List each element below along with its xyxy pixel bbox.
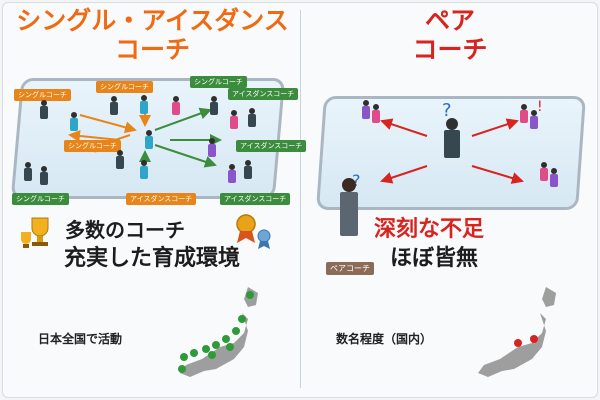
ice-dance-coach-tag: アイスダンスコーチ: [228, 88, 299, 100]
left-caption: 日本全国で活動: [38, 332, 123, 346]
svg-text:?: ?: [442, 100, 452, 121]
left-headline-2: 充実した育成環境: [64, 246, 241, 271]
ice-dance-coach-tag: アイスダンスコーチ: [220, 193, 291, 205]
svg-text:?: ?: [352, 171, 361, 190]
coach-figure: [210, 96, 218, 116]
skater-figure: [70, 112, 78, 132]
right-rink-arrows: ? ? !: [352, 99, 543, 190]
right-headline-1: 深刻な不足: [374, 217, 485, 242]
pair-coach-tag: ペアコーチ: [326, 262, 374, 275]
left-headline-1: 多数のコーチ: [65, 218, 185, 242]
japan-map-pins: [478, 287, 556, 377]
skater-figure: [208, 138, 216, 158]
center-divider: [300, 10, 301, 388]
skater-figure: [140, 160, 148, 180]
left-title-line1: シングル・アイスダンス: [16, 6, 289, 35]
single-coach-tag: シングルコーチ: [96, 81, 153, 93]
confused-coach-figure: [340, 178, 358, 240]
skater-figure: [230, 110, 238, 130]
skater-figure: [145, 130, 153, 150]
right-title: ペア コーチ: [305, 6, 595, 64]
coach-figure: [40, 166, 48, 186]
coach-figure: [110, 96, 118, 116]
single-coach-tag: シングルコーチ: [64, 140, 121, 152]
pair-skater-figure: [540, 162, 548, 182]
ice-dance-coach-tag: アイスダンスコーチ: [236, 140, 307, 152]
right-headline-2: ほぼ皆無: [390, 246, 479, 271]
pair-skater-figure: [530, 110, 538, 130]
pair-skater-figure: [362, 100, 370, 120]
medal-icon: [236, 214, 271, 249]
right-caption: 数名程度（国内）: [336, 332, 433, 346]
left-title: シングル・アイスダンス コーチ: [10, 6, 295, 64]
right-title-line2: コーチ: [412, 35, 488, 64]
right-title-line1: ペア: [424, 6, 475, 35]
ice-dance-coach-tag: アイスダンスコーチ: [126, 193, 197, 205]
trophy-icon: [21, 217, 49, 248]
pair-skater-figure: [550, 168, 558, 188]
pair-skater-figure: [372, 104, 380, 124]
coach-figure: [24, 162, 32, 182]
skater-figure: [140, 95, 148, 115]
coach-figure: [116, 150, 124, 170]
japan-map-pins: [178, 287, 258, 377]
single-coach-tag: シングルコーチ: [12, 193, 69, 205]
skater-figure: [172, 96, 180, 116]
single-coach-tag: シングルコーチ: [190, 76, 247, 88]
skater-figure: [228, 164, 236, 184]
svg-text:!: !: [537, 99, 543, 115]
coach-figure: [244, 160, 252, 180]
single-coach-tag: シングルコーチ: [14, 89, 71, 101]
pair-coach-figure: [444, 118, 460, 158]
coach-figure: [248, 108, 256, 128]
left-title-line2: コーチ: [114, 35, 190, 64]
pair-skater-figure: [520, 104, 528, 124]
coach-figure: [40, 100, 48, 120]
